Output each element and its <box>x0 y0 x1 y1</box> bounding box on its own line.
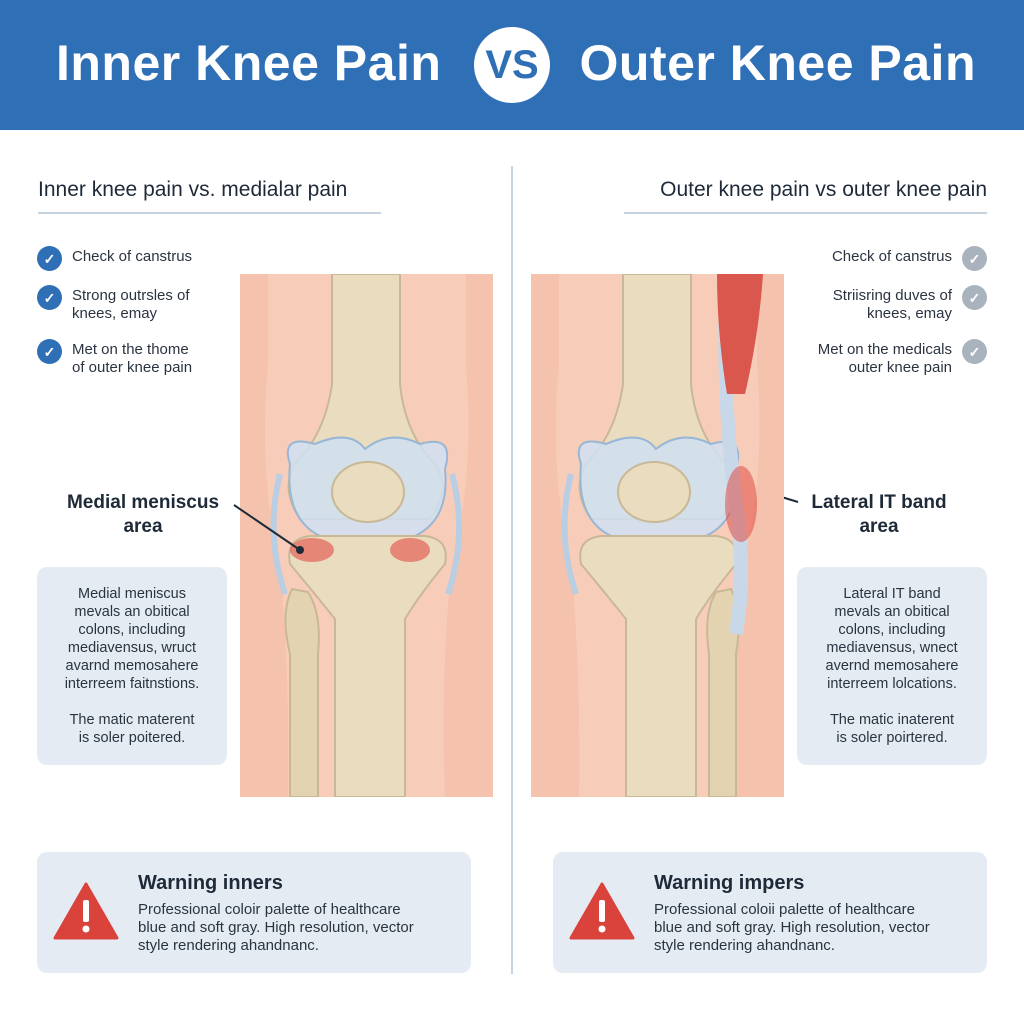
right-warning-box: Warning impers Professional coloii palet… <box>553 852 987 973</box>
check-circle-icon: ✓ <box>37 285 62 310</box>
check-circle-icon: ✓ <box>962 285 987 310</box>
ligament <box>270 473 288 595</box>
tibia-bone <box>288 535 447 797</box>
right-info-box: Lateral IT band mevals an obitical colon… <box>797 567 987 765</box>
right-check-item: ✓ Check of canstrus <box>831 246 987 271</box>
left-check-item: ✓ Met on the thome of outer knee pain <box>37 339 193 377</box>
right-check-text: Check of canstrus <box>831 248 952 265</box>
ligament <box>445 473 463 595</box>
pain-highlight <box>390 538 430 562</box>
left-check-text: Strong outrsles of knees, emay <box>72 287 190 322</box>
left-warning-title: Warning inners <box>138 872 283 894</box>
fibula-bone <box>284 587 320 797</box>
tibia-bone <box>579 535 738 797</box>
left-check-item: ✓ Check of canstrus <box>37 246 193 271</box>
center-divider <box>511 166 513 974</box>
outer-knee-pain-title: Outer Knee Pain <box>579 35 976 91</box>
right-info-paragraph: The matic inaterent is soler poirtered. <box>829 712 955 746</box>
lateral-it-band-label: Lateral IT band area <box>811 492 947 537</box>
check-circle-icon: ✓ <box>37 246 62 271</box>
warning-triangle-icon <box>569 882 635 940</box>
thigh-muscle <box>717 274 763 394</box>
right-check-text: Striisring duves of knees, emay <box>832 287 952 322</box>
left-info-paragraph: The matic materent is soler poitered. <box>69 712 195 746</box>
inner-knee-illustration <box>240 274 493 797</box>
right-warning-title: Warning impers <box>654 872 805 894</box>
left-check-text: Met on the thome of outer knee pain <box>72 341 193 376</box>
ligament <box>561 473 579 595</box>
right-subtitle: Outer knee pain vs outer knee pain <box>624 178 987 214</box>
right-info-paragraph: Lateral IT band mevals an obitical colon… <box>825 586 959 692</box>
warning-triangle-icon <box>53 882 119 940</box>
left-subtitle: Inner knee pain vs. medialar pain <box>38 178 381 214</box>
inner-knee-pain-title: Inner Knee Pain <box>56 35 442 91</box>
patella <box>617 461 691 523</box>
vs-badge: VS <box>474 27 550 103</box>
medial-meniscus-label: Medial meniscus area <box>66 492 220 537</box>
right-check-text: Met on the medicals outer knee pain <box>817 341 952 376</box>
right-warning-text: Professional coloii palette of healthcar… <box>654 901 930 954</box>
left-warning-text: Professional coloir palette of healthcar… <box>138 901 414 954</box>
right-check-item: ✓ Met on the medicals outer knee pain <box>817 339 987 377</box>
header-banner: Inner Knee Pain VS Outer Knee Pain <box>0 0 1024 130</box>
left-warning-box: Warning inners Professional coloir palet… <box>37 852 471 973</box>
left-check-item: ✓ Strong outrsles of knees, emay <box>37 285 190 323</box>
pain-highlight <box>290 538 334 562</box>
check-circle-icon: ✓ <box>962 339 987 364</box>
pain-highlight <box>725 466 757 542</box>
left-info-box: Medial meniscus mevals an obitical colon… <box>37 567 227 765</box>
check-circle-icon: ✓ <box>37 339 62 364</box>
patella <box>331 461 405 523</box>
right-check-item: ✓ Striisring duves of knees, emay <box>832 285 987 323</box>
check-circle-icon: ✓ <box>962 246 987 271</box>
left-check-text: Check of canstrus <box>72 248 193 265</box>
left-info-paragraph: Medial meniscus mevals an obitical colon… <box>64 586 200 692</box>
outer-knee-illustration <box>531 274 784 797</box>
